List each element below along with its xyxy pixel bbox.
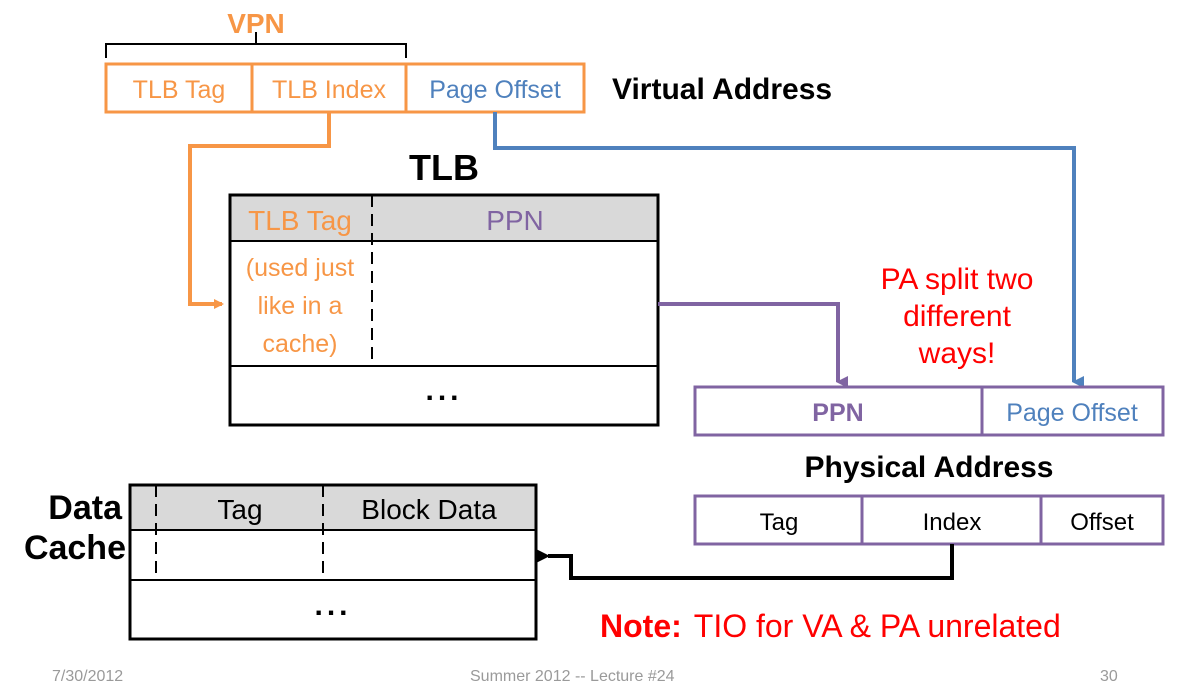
- physical-address-label: Physical Address: [804, 451, 1053, 484]
- data-cache-header-block-data: Block Data: [361, 494, 497, 525]
- footer-center: Summer 2012 -- Lecture #24: [470, 668, 675, 685]
- va-field-page-offset: Page Offset: [429, 76, 561, 104]
- tlb-index-arrow: [188, 112, 331, 309]
- data-cache-header-tag: Tag: [217, 494, 262, 525]
- note-prefix: Note:: [600, 608, 682, 644]
- data-cache-ellipsis: ...: [314, 589, 351, 622]
- pa-field-offset: Offset: [1070, 509, 1134, 536]
- data-cache-table: [128, 483, 538, 641]
- pa-field-page-offset: Page Offset: [1006, 399, 1138, 427]
- index-arrow: [536, 544, 954, 580]
- physical-address-top-box: [693, 385, 1165, 437]
- tlb-note-line-2: like in a: [258, 292, 343, 320]
- pa-field-ppn: PPN: [812, 399, 863, 427]
- va-field-tlb-tag: TLB Tag: [133, 76, 226, 104]
- tlb-table: [228, 193, 660, 427]
- page-offset-arrow: [493, 112, 1084, 388]
- va-field-tlb-index: TLB Index: [272, 76, 386, 104]
- data-cache-label-line-2: Cache: [24, 529, 126, 567]
- footer-page-number: 30: [1100, 668, 1118, 685]
- note-text: TIO for VA & PA unrelated: [694, 608, 1061, 644]
- footer-date: 7/30/2012: [52, 668, 124, 685]
- tlb-note-line-3: cache): [262, 330, 337, 358]
- pa-field-index: Index: [923, 509, 982, 536]
- tlb-ellipsis: ...: [425, 374, 462, 407]
- pa-note-line-3: ways!: [918, 337, 996, 370]
- pa-note-line-2: different: [903, 300, 1012, 333]
- tlb-title: TLB: [409, 147, 479, 188]
- physical-address-bottom-box: [693, 494, 1165, 546]
- pa-note-line-1: PA split two: [881, 263, 1034, 296]
- vpn-brace: [105, 32, 407, 58]
- tlb-note-line-1: (used just: [246, 254, 354, 282]
- pa-field-tag: Tag: [760, 509, 799, 536]
- tlb-header-ppn: PPN: [486, 205, 544, 236]
- tlb-header-tag: TLB Tag: [248, 205, 352, 236]
- note-line: Note: TIO for VA & PA unrelated: [600, 608, 1061, 644]
- ppn-arrow: [658, 302, 848, 388]
- vpn-label: VPN: [227, 8, 285, 39]
- virtual-address-label: Virtual Address: [612, 73, 832, 106]
- data-cache-label-line-1: Data: [48, 489, 123, 527]
